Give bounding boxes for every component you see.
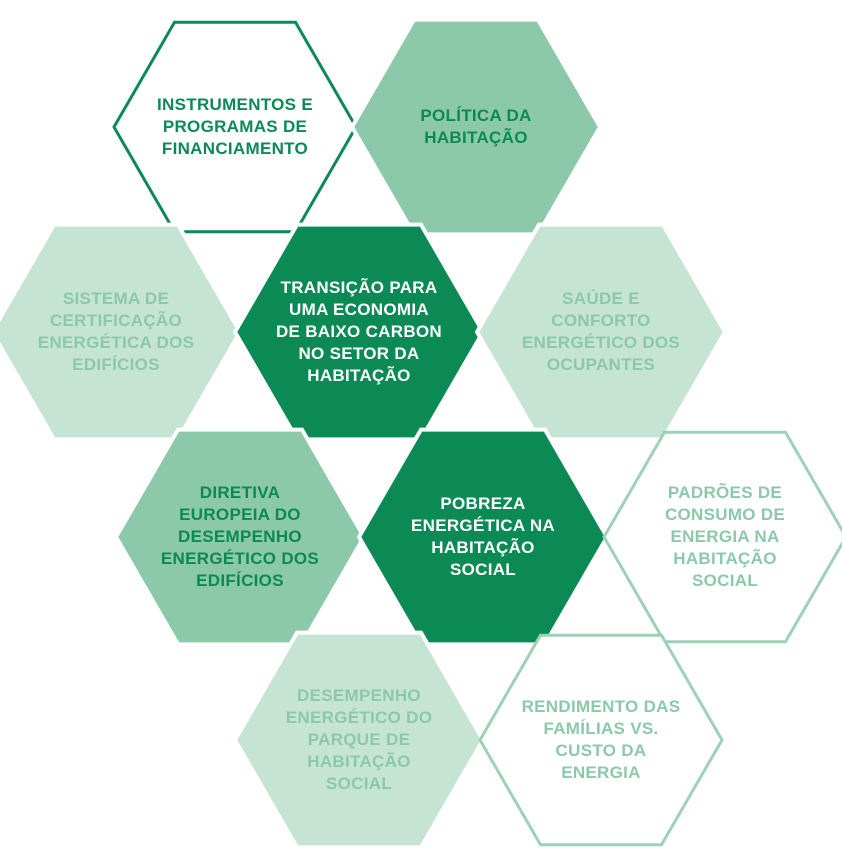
hex-label-saude: SAÚDE E CONFORTO ENERGÉTICO DOS OCUPANTE… bbox=[521, 289, 681, 374]
hex-label-diretiva: DIRETIVA EUROPEIA DO DESEMPENHO ENERGÉTI… bbox=[160, 483, 320, 590]
hex-label-sistema: SISTEMA DE CERTIFICAÇÃO ENERGÉTICA DOS E… bbox=[37, 289, 195, 374]
hex-label-politica: POLÍTICA DA HABITAÇÃO bbox=[420, 106, 532, 147]
hex-label-pobreza: POBREZA ENERGÉTICA NA HABITAÇÃO SOCIAL bbox=[410, 494, 555, 579]
hex-label-desempenho: DESEMPENHO ENERGÉTICO DO PARQUE DE HABIT… bbox=[285, 686, 433, 793]
hex-label-padroes: PADRÕES DE CONSUMO DE ENERGIA NA HABITAÇ… bbox=[664, 483, 786, 590]
hex-label-instrumentos: INSTRUMENTOS E PROGRAMAS DE FINANCIAMENT… bbox=[157, 95, 313, 158]
hex-label-transicao: TRANSIÇÃO PARA UMA ECONOMIA DE BAIXO CAR… bbox=[275, 278, 442, 385]
hexagon-rendimento bbox=[478, 633, 724, 847]
hex-label-rendimento: RENDIMENTO DAS FAMÍLIAS VS. CUSTO DA ENE… bbox=[521, 697, 681, 782]
